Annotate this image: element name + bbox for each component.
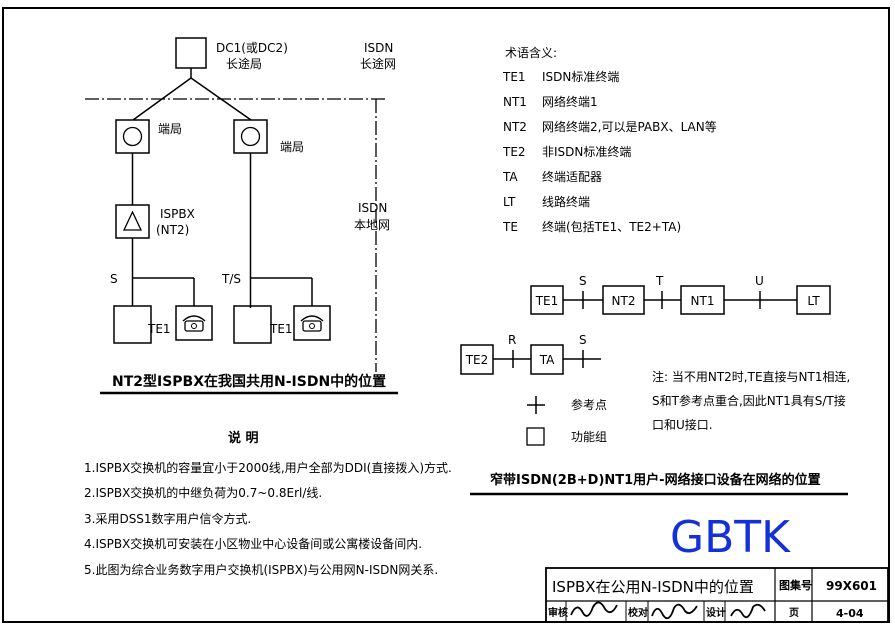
note-line: 5.此图为综合业务数字用户交换机(ISPBX)与公用网N-ISDN网关系. — [84, 562, 438, 577]
term-desc: 线路终端 — [542, 194, 590, 209]
te1-right-label: TE1 — [269, 322, 293, 336]
isdn-long-label: ISDN — [364, 41, 393, 55]
ispbx-label: ISPBX — [160, 207, 195, 221]
term-desc: 非ISDN标准终端 — [542, 144, 631, 159]
legend-func-label: 功能组 — [571, 430, 607, 444]
lt-box — [796, 285, 831, 315]
design-label: 设计 — [706, 606, 726, 619]
ref-r-label: R — [508, 333, 516, 347]
nt1-box — [680, 285, 725, 315]
office-right-circle-icon — [240, 126, 261, 147]
te2-box — [460, 344, 494, 375]
sheet-frame — [2, 7, 890, 623]
terms-title: 术语含义: — [505, 45, 557, 60]
term-abbr: TE2 — [502, 145, 526, 159]
drawing-title: ISPBX在公用N-ISDN中的位置 — [552, 578, 754, 596]
phone-box-left — [175, 305, 213, 341]
right-diagram-caption: 窄带ISDN(2B+D)NT1用户-网络接口设备在网络的位置 — [490, 472, 821, 488]
term-abbr: TE — [502, 220, 518, 234]
te1-box-label: TE1 — [535, 294, 559, 308]
term-desc: 终端适配器 — [542, 169, 602, 184]
term-abbr: TE1 — [502, 70, 526, 84]
isdn-local-label: ISDN — [358, 201, 387, 215]
interface-diagram: TE1 NT2 NT1 LT S T U TE2 TA R S 参考点 功能组 — [460, 274, 850, 496]
title-block-frame — [545, 567, 889, 623]
dc-box — [175, 37, 207, 69]
term-desc: 终端(包括TE1、TE2+TA) — [542, 219, 681, 234]
te1-box-right — [233, 305, 272, 344]
page-label: 页 — [789, 607, 799, 619]
atlas-number: 99X601 — [826, 579, 877, 593]
te1-box-left — [113, 305, 152, 344]
te1-box — [530, 285, 564, 315]
ref-s-label: S — [579, 274, 587, 288]
page-number: 4-04 — [836, 607, 864, 620]
term-desc: 网络终端2,可以是PABX、LAN等 — [542, 119, 717, 134]
design-signature — [730, 603, 766, 619]
ispbx-sublabel: (NT2) — [156, 223, 189, 237]
term-abbr: LT — [503, 195, 516, 209]
interface-note-line: 注: 当不用NT2时,TE直接与NT1相连, — [652, 369, 850, 384]
ref-s-label: S — [110, 272, 118, 286]
ref-u-label: U — [755, 274, 764, 288]
gbtk-watermark: GBTK — [670, 512, 791, 563]
title-block: ISPBX在公用N-ISDN中的位置 图集号 99X601 审核 校对 设计 页… — [545, 567, 889, 623]
explanation-notes: 说 明 1.ISPBX交换机的容量宜小于2000线,用户全部为DDI(直接拨入)… — [84, 430, 452, 577]
phone-right-icon — [300, 315, 324, 332]
isdn-long-sublabel: 长途网 — [360, 56, 396, 71]
dc-sublabel: 长途局 — [226, 56, 262, 71]
left-network-diagram: DC1(或DC2) 长途局 ISDN 长途网 端局 端局 ISPBX (NT2)… — [85, 37, 398, 395]
isdn-local-sublabel: 本地网 — [354, 218, 390, 232]
term-abbr: NT2 — [503, 120, 527, 134]
office-left-label: 端局 — [158, 122, 182, 136]
lt-box-label: LT — [807, 294, 820, 308]
note-line: 1.ISPBX交换机的容量宜小于2000线,用户全部为DDI(直接拨入)方式. — [84, 460, 452, 475]
note-line: 2.ISPBX交换机的中继负荷为0.7~0.8Erl/线. — [84, 485, 322, 500]
office-left-circle-icon — [122, 126, 143, 147]
term-desc: 网络终端1 — [542, 94, 598, 109]
term-abbr: TA — [502, 170, 518, 184]
review-label: 审核 — [548, 606, 568, 619]
review-signature — [570, 601, 618, 617]
phone-left-icon — [182, 315, 206, 332]
note-line: 4.ISPBX交换机可安装在小区物业中心设备间或公寓楼设备间内. — [84, 536, 422, 551]
ta-box — [530, 344, 564, 375]
note-line: 3.采用DSS1数字用户信令方式. — [84, 511, 251, 526]
nt2-box-label: NT2 — [612, 294, 636, 308]
te1-left-label: TE1 — [147, 322, 171, 336]
ta-box-label: TA — [539, 353, 555, 367]
ispbx-box — [115, 204, 150, 239]
phone-box-right — [293, 305, 331, 341]
office-box-left — [115, 119, 150, 154]
term-desc: ISDN标准终端 — [542, 69, 619, 84]
ispbx-triangle-icon — [122, 210, 143, 231]
check-signature — [651, 603, 698, 620]
te2-box-label: TE2 — [465, 353, 489, 367]
ref-ts-label: T/S — [221, 272, 241, 286]
ref-s2-label: S — [579, 333, 587, 347]
left-diagram-caption: NT2型ISPBX在我国共用N-ISDN中的位置 — [112, 373, 386, 390]
office-box-right — [233, 119, 268, 154]
term-abbr: NT1 — [503, 95, 527, 109]
notes-title: 说 明 — [228, 430, 259, 446]
dc-label: DC1(或DC2) — [216, 41, 288, 55]
legend-ref-label: 参考点 — [571, 397, 607, 412]
atlas-number-label: 图集号 — [779, 578, 812, 592]
interface-note-line: S和T参考点重合,因此NT1具有S/T接 — [652, 393, 846, 408]
check-label: 校对 — [628, 606, 648, 619]
function-group-symbol — [526, 427, 545, 446]
reference-point-symbol — [527, 396, 545, 414]
terms-legend: 术语含义: TE1 ISDN标准终端 NT1 网络终端1 NT2 网络终端2,可… — [502, 45, 717, 234]
nt1-box-label: NT1 — [691, 294, 715, 308]
nt2-box — [602, 285, 645, 315]
interface-note-line: 口和U接口. — [652, 417, 713, 432]
ref-t-label: T — [655, 274, 664, 288]
office-right-label: 端局 — [280, 140, 304, 154]
